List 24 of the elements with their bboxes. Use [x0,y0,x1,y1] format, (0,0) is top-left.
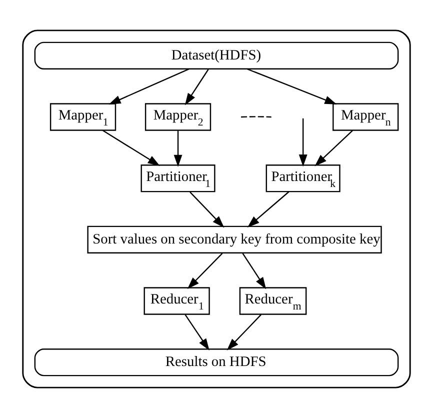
node-box: Partitioner$_{1}$ [140,164,216,192]
node-box: Mapper$_{1}$ [50,102,116,130]
arrow [108,68,190,104]
arrow [246,68,337,104]
cluster [22,29,411,388]
node-box: Reducer$_{m}$ [239,286,307,314]
arrow [226,314,262,350]
node-box: Reducer$_{1}$ [144,286,210,314]
arrow [314,129,354,166]
node-box: Dataset(HDFS) [34,41,399,69]
node-box: Mapper$_{2}$ [144,102,212,130]
arrow [187,252,223,289]
arrow [190,191,224,228]
arrow [184,314,210,350]
arrow [174,130,182,166]
node-box: Partitioner$_{k}$ [266,164,340,192]
arrow [247,190,290,227]
node-box: Mapper$_{n}$ [332,102,399,130]
arrow [102,129,160,166]
arrow [242,252,266,289]
arrow [184,68,209,105]
node-box: Results on HDFS [34,348,399,376]
arrow [298,118,308,166]
node-box: Sort values on secondary key from composite key [87,225,382,253]
